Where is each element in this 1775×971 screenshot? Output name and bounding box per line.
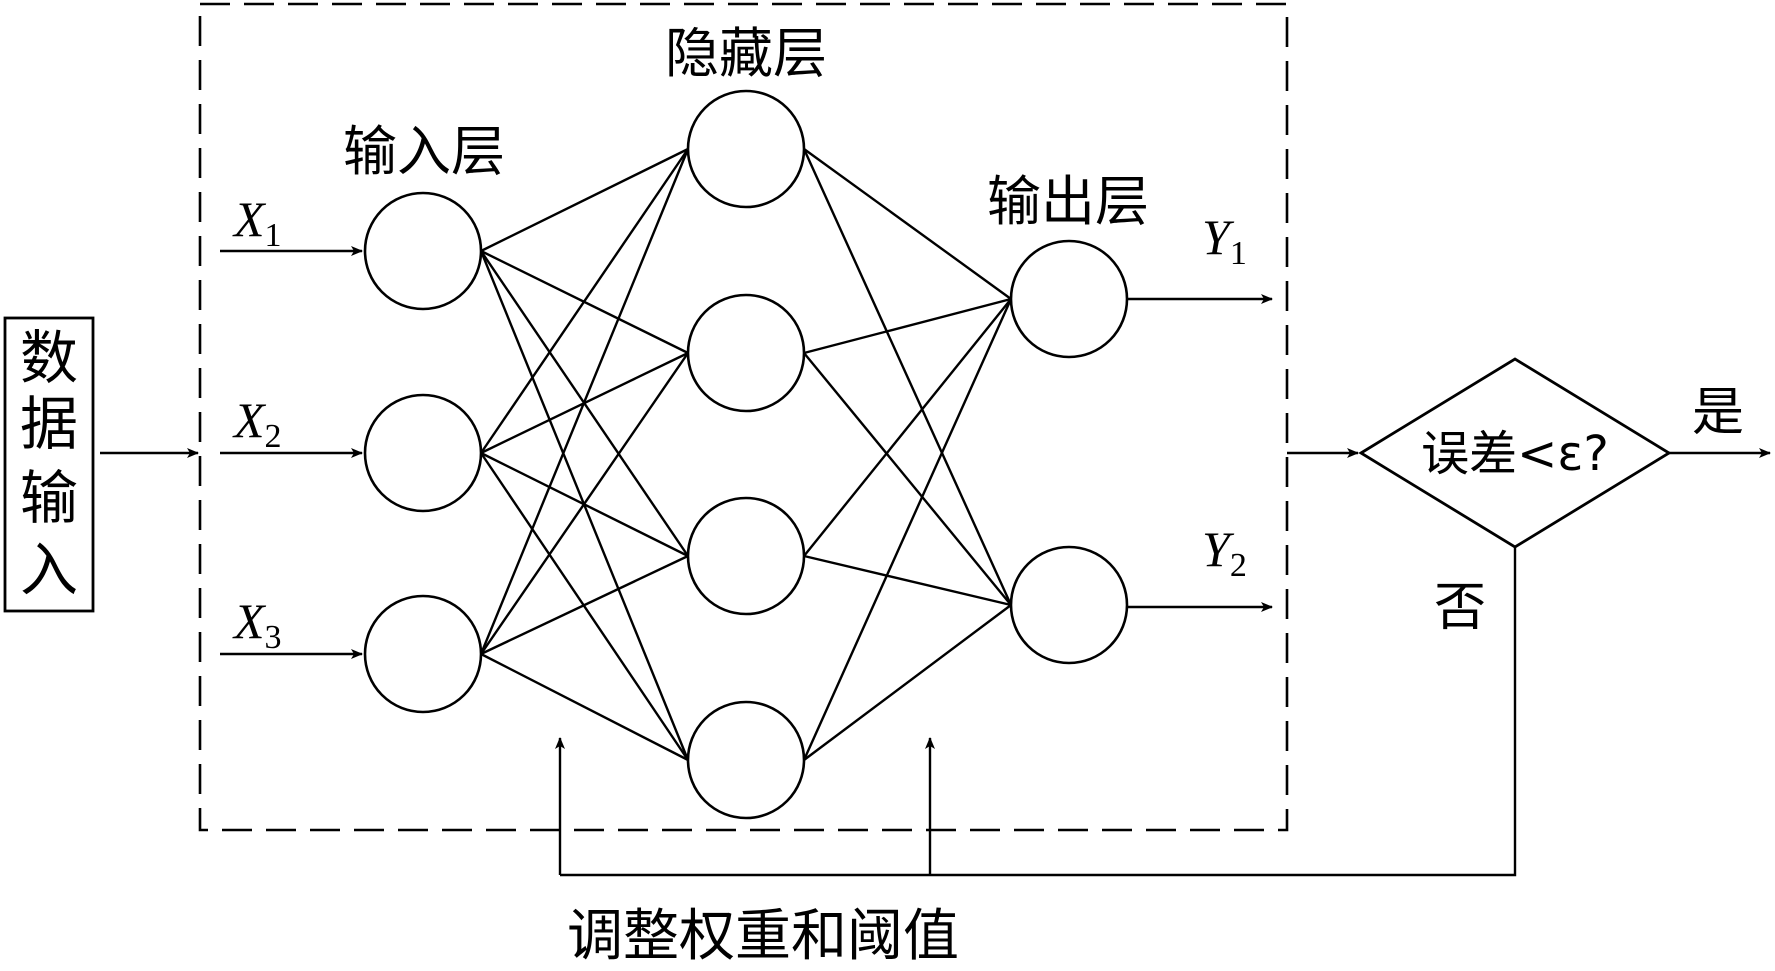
hidden-node-1 <box>686 89 806 209</box>
edge-input-1-hidden-1 <box>480 147 689 253</box>
edge-hidden-1-output-2 <box>802 148 1013 606</box>
yes-label: 是 <box>1692 383 1744 443</box>
network-boundary <box>198 2 1289 832</box>
output-layer-title: 输出层 <box>987 170 1149 233</box>
hidden-node-4 <box>686 700 806 820</box>
no-label: 否 <box>1434 578 1486 638</box>
hidden-layer-title: 隐藏层 <box>665 22 827 85</box>
feedback-label: 调整权重和阈值 <box>567 904 959 969</box>
input-label-x1: X1 <box>232 191 282 254</box>
edge-input-3-hidden-4 <box>480 652 689 762</box>
data-input-char-1: 数 <box>20 324 78 392</box>
input-label-x3: X3 <box>232 593 282 656</box>
edge-hidden-2-output-2 <box>803 352 1012 606</box>
input-node-1 <box>363 191 483 311</box>
decision-label: 误差<ε? <box>1421 426 1609 482</box>
output-node-1 <box>1009 239 1129 359</box>
edge-input-3-hidden-1 <box>479 148 690 655</box>
output-node-2 <box>1009 545 1129 665</box>
edge-input-2-hidden-4 <box>480 452 689 761</box>
edge-hidden-2-output-1 <box>803 297 1012 355</box>
edge-input-3-hidden-2 <box>480 352 689 655</box>
edge-hidden-4-output-1 <box>802 298 1013 761</box>
edge-hidden-1-output-1 <box>803 148 1012 300</box>
edge-input-3-hidden-3 <box>480 554 689 656</box>
data-input-char-3: 输 <box>20 464 78 532</box>
edge-hidden-3-output-1 <box>803 298 1012 557</box>
input-layer-title: 输入层 <box>343 120 505 183</box>
connections <box>479 147 1013 762</box>
data-input-box <box>3 316 95 613</box>
edge-hidden-4-output-2 <box>803 604 1012 761</box>
edge-hidden-3-output-2 <box>803 554 1012 607</box>
data-input-char-4: 入 <box>20 536 78 604</box>
hidden-node-2 <box>686 293 806 413</box>
input-label-x2: X2 <box>232 392 282 455</box>
input-node-3 <box>363 594 483 714</box>
data-input-char-2: 据 <box>20 390 78 458</box>
input-node-2 <box>363 393 483 513</box>
edge-input-2-hidden-1 <box>480 148 689 454</box>
feedback-loop-line <box>560 547 1517 877</box>
hidden-node-3 <box>686 496 806 616</box>
output-label-y1: Y1 <box>1202 209 1247 272</box>
output-label-y2: Y2 <box>1202 521 1247 584</box>
